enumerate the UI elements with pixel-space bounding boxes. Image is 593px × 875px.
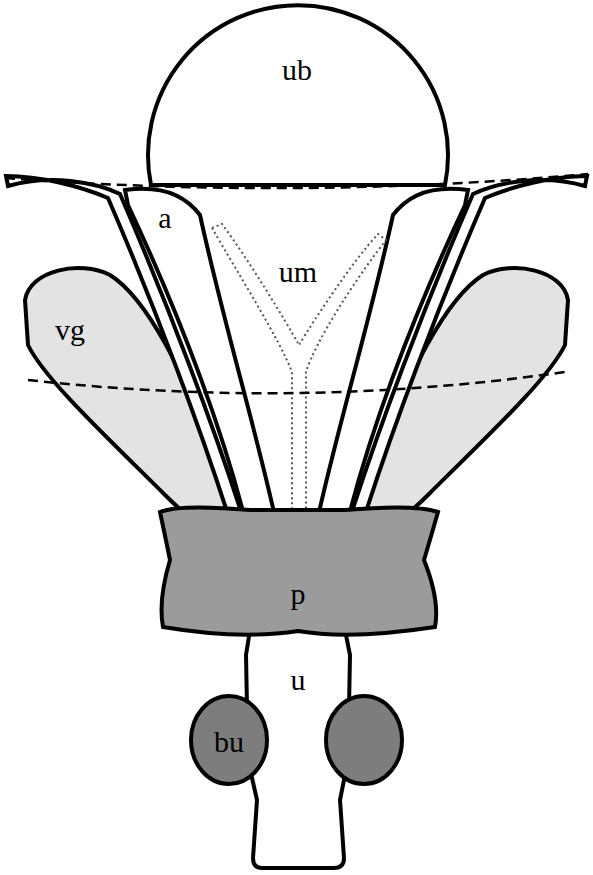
bladder-outline: [148, 5, 448, 185]
part-label: p: [291, 579, 306, 609]
section-line: [5, 174, 588, 188]
ampulla: [125, 189, 280, 540]
section-line: [28, 372, 565, 393]
bulbourethral-gland: [191, 696, 267, 784]
part-label: ub: [282, 55, 312, 85]
prostate: [160, 507, 438, 634]
part-label: bu: [214, 727, 244, 757]
part-label: u: [291, 665, 306, 695]
right-ducts: [313, 176, 587, 546]
part-label: vg: [55, 315, 85, 345]
part-label: a: [158, 203, 171, 233]
utricle-outline: [212, 224, 386, 524]
bulbourethral-gland: [326, 696, 402, 784]
left-ducts: [6, 176, 280, 546]
part-label: um: [279, 257, 317, 287]
ampulla: [313, 189, 468, 540]
